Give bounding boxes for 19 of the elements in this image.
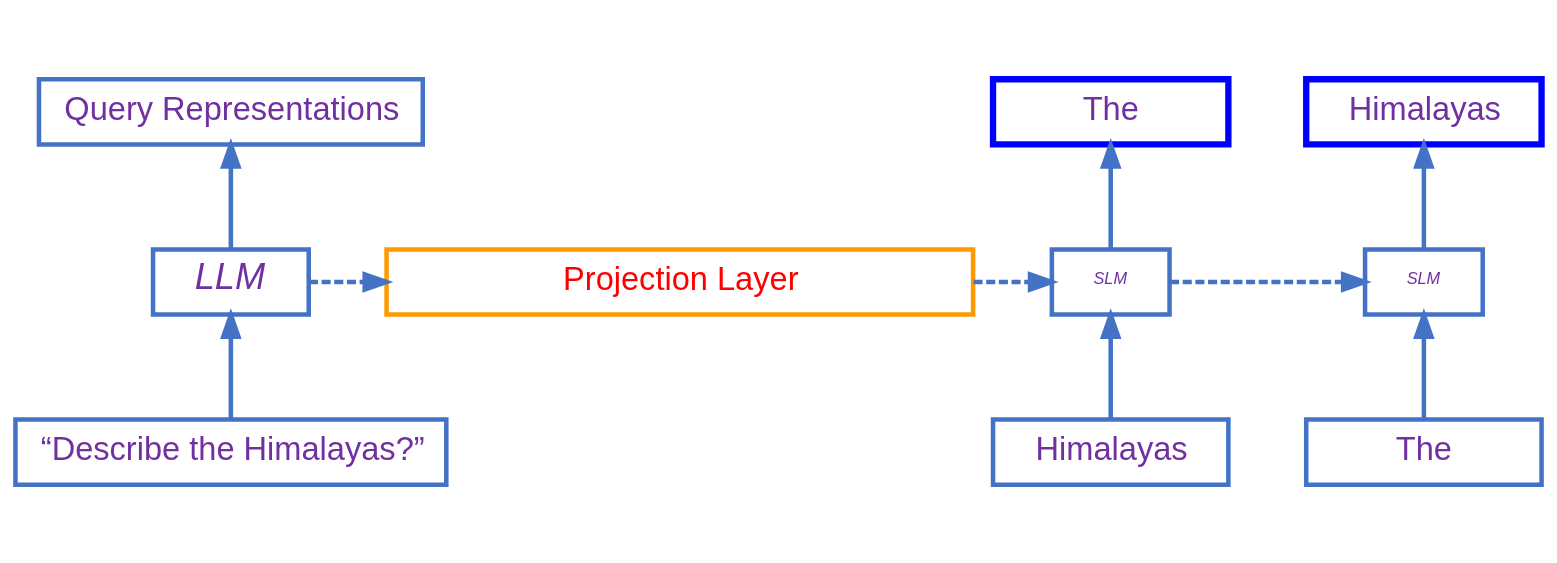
arrow — [1413, 137, 1435, 249]
node-box: Query Representations — [36, 76, 426, 147]
node-box: Himalayas — [1303, 75, 1545, 148]
node-box: The — [989, 75, 1232, 148]
node-box: Himalayas — [990, 416, 1231, 487]
arrow — [1170, 270, 1372, 293]
node-box: SLM — [1049, 246, 1172, 317]
arrow — [220, 137, 242, 249]
node-box: “Describe the Himalayas?” — [13, 416, 449, 487]
node-box: The — [1303, 416, 1544, 487]
arrow — [220, 307, 242, 419]
node-box: Projection Layer — [384, 246, 976, 317]
arrow — [1099, 307, 1122, 419]
arrow — [308, 270, 394, 293]
node-box: SLM — [1362, 246, 1485, 317]
node-box: LLM — [150, 246, 311, 317]
arrow — [1099, 137, 1122, 249]
arrow — [1413, 307, 1435, 419]
arrow — [973, 270, 1059, 293]
